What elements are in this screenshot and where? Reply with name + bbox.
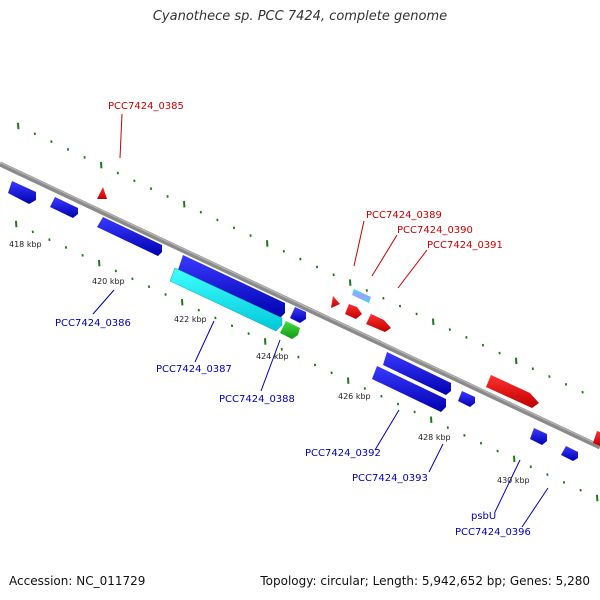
gene-label-psbu[interactable]: psbU — [471, 511, 496, 522]
gene-arrow-pcc7424-0391[interactable] — [366, 314, 391, 332]
kbp-label-422: 422 kbp — [174, 315, 207, 324]
gene-label-pcc7424-0388[interactable]: PCC7424_0388 — [219, 394, 295, 405]
reverse-strand-genes — [8, 181, 578, 461]
kbp-label-426: 426 kbp — [338, 392, 371, 401]
outer-tick-track — [17, 122, 584, 394]
gene-arrow-pcc7424-0385[interactable] — [97, 187, 107, 199]
gene-labels: PCC7424_0385 PCC7424_0386 PCC7424_0387 P… — [55, 101, 531, 538]
scale-labels: 418 kbp 420 kbp 422 kbp 424 kbp 426 kbp … — [9, 240, 530, 485]
gene-arrow-unlabeled-6[interactable] — [593, 431, 600, 446]
gene-label-pcc7424-0393[interactable]: PCC7424_0393 — [352, 473, 428, 484]
gene-arrow-pcc7424-0387-rna[interactable] — [178, 255, 285, 318]
gene-label-pcc7424-0385[interactable]: PCC7424_0385 — [108, 101, 184, 112]
map-title: Cyanothece sp. PCC 7424, complete genome — [152, 9, 448, 24]
kbp-label-430: 430 kbp — [497, 476, 530, 485]
topology-text: Topology: circular; Length: 5,942,652 bp… — [260, 574, 590, 588]
gene-label-pcc7424-0391[interactable]: PCC7424_0391 — [427, 240, 503, 251]
inner-tick-track — [15, 220, 599, 502]
gene-arrow-pcc7424-0389[interactable] — [352, 289, 371, 303]
accession-text: Accession: NC_011729 — [9, 574, 146, 588]
forward-strand-genes — [97, 187, 600, 446]
kbp-label-418: 418 kbp — [9, 240, 42, 249]
gene-arrow-pcc7424-0390[interactable] — [345, 304, 362, 319]
gene-arrow-unlabeled-4[interactable] — [331, 296, 340, 308]
gene-label-pcc7424-0390[interactable]: PCC7424_0390 — [397, 225, 473, 236]
gene-arrow-pcc7424-0396[interactable] — [530, 428, 547, 445]
kbp-label-424: 424 kbp — [256, 352, 289, 361]
gene-arrow-pcc7424-0393[interactable] — [372, 366, 446, 412]
gene-arrow-pcc7424-0388[interactable] — [280, 321, 300, 339]
gene-arrow-pcc7424-0388-blue[interactable] — [290, 307, 306, 323]
leader-lines — [92, 113, 549, 528]
gene-arrow-unlabeled-3[interactable] — [561, 446, 578, 461]
gene-arrow-unlabeled-1[interactable] — [8, 181, 36, 204]
gene-label-pcc7424-0389[interactable]: PCC7424_0389 — [366, 210, 442, 221]
gene-arrow-psbu[interactable] — [458, 391, 475, 407]
kbp-label-420: 420 kbp — [92, 277, 125, 286]
gene-label-pcc7424-0386[interactable]: PCC7424_0386 — [55, 318, 131, 329]
gene-label-pcc7424-0396[interactable]: PCC7424_0396 — [455, 527, 531, 538]
gene-arrow-unlabeled-5[interactable] — [486, 375, 539, 408]
kbp-label-428: 428 kbp — [418, 433, 451, 442]
gene-arrow-pcc7424-0387[interactable] — [169, 267, 283, 332]
genome-backbone — [0, 161, 600, 450]
gene-arrow-pcc7424-0386[interactable] — [97, 217, 162, 256]
gene-arrow-pcc7424-0392[interactable] — [383, 352, 451, 395]
gene-label-pcc7424-0387[interactable]: PCC7424_0387 — [156, 364, 232, 375]
gene-arrow-unlabeled-2[interactable] — [50, 197, 78, 218]
gene-label-pcc7424-0392[interactable]: PCC7424_0392 — [305, 448, 381, 459]
genome-backbone-highlight — [0, 161, 600, 447]
